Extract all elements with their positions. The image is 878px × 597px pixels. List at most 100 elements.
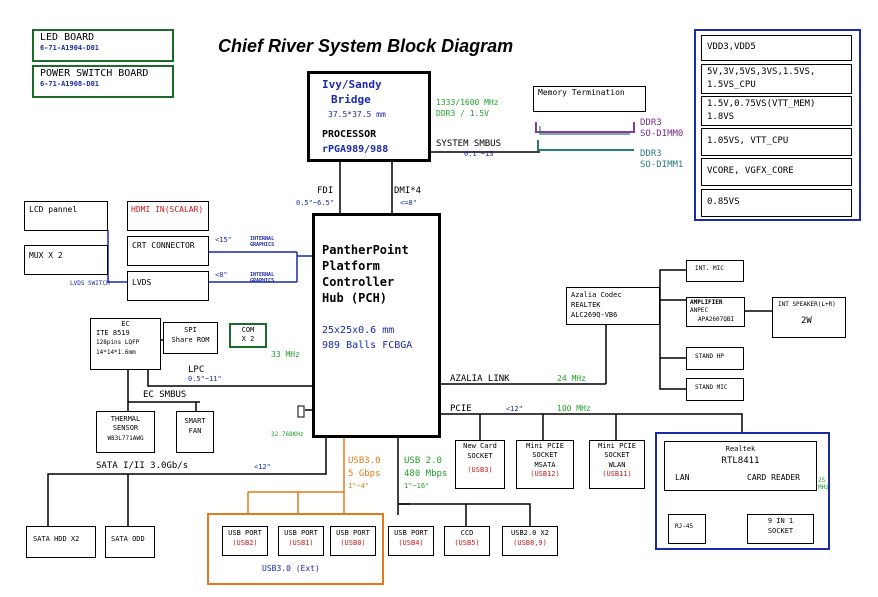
memory-termination-label: Memory Termination: [538, 88, 625, 97]
wlan-socket-box: Mini PCIE SOCKET WLAN (USB11): [589, 440, 645, 489]
rail-text: 0.85VS: [707, 197, 740, 207]
led-board-box: LED BOARD 6-71-A1904-D01: [32, 29, 174, 62]
sata-length: <12": [254, 463, 271, 471]
rail-box-1: VDD3,VDD5: [701, 35, 852, 61]
usb0-port-index: (USB0): [340, 539, 366, 547]
internal-graphics-lvds: INTERNAL GRAPHICS: [250, 272, 275, 284]
pch-line4: Hub (PCH): [322, 291, 388, 305]
usb-port-usb4-box: USB PORT (USB4): [388, 526, 434, 556]
new-card-socket-box: New Card SOCKET (USB3): [455, 440, 505, 489]
dmi-length: <=8": [400, 199, 417, 207]
rail-box-5: VCORE, VGFX_CORE: [701, 158, 852, 186]
spi-rom-box: SPI Share ROM: [163, 322, 218, 354]
stand-hp-label: STAND HP: [695, 353, 724, 360]
usb4-port-index: (USB4): [398, 539, 424, 547]
wire-codec-smic: [659, 358, 686, 390]
usb3-length: 1"~4": [348, 482, 370, 490]
thermal-part: W83L771AWG: [107, 435, 144, 442]
wire-lvds-switch: [107, 230, 127, 283]
rail-text: 1.8VS: [707, 112, 735, 122]
azalia-clock: 24 MHz: [557, 374, 586, 383]
card-socket-line2: SOCKET: [767, 527, 794, 535]
thermal-label: THERMAL: [110, 415, 141, 423]
pch-line1: PantherPoint: [322, 243, 409, 257]
sata-hdd-label: SATA HDD X2: [33, 535, 80, 543]
wire-usbx2: [466, 503, 531, 527]
com-label: COM: [241, 326, 255, 334]
com-box: COM X 2: [229, 323, 267, 348]
usb3-label: USB3.0: [348, 456, 381, 466]
sata-odd-box: SATA ODD: [105, 526, 155, 558]
led-board-pn: 6-71-A1904-D01: [40, 44, 100, 52]
rail-text: 5V,3V,5VS,3VS,1.5VS,: [707, 67, 816, 77]
usb-port-label: USB PORT: [336, 529, 370, 537]
new-card-label: New Card: [463, 442, 497, 450]
usb2-speed: 480 Mbps: [404, 469, 448, 479]
cpu-size: 37.5*37.5 mm: [328, 110, 386, 119]
msata-usb: (USB12): [530, 470, 560, 478]
sata-odd-label: SATA ODD: [111, 535, 145, 543]
msata-line3: MSATA: [534, 461, 556, 469]
rail-box-3: 1.5V,0.75VS(VTT_MEM) 1.8VS: [701, 96, 852, 126]
clock-25mhz: 25 MHz: [818, 477, 829, 491]
ccd-port-index: (USB5): [454, 539, 480, 547]
usb2-x2-box: USB2.0 X2 (USB8,9): [502, 526, 558, 556]
pch-balls: 989 Balls FCBGA: [322, 340, 413, 351]
cpu-line2: Bridge: [331, 93, 371, 106]
ec-smbus-label: EC SMBUS: [143, 390, 187, 400]
ec-chip: ITE 8519: [96, 329, 130, 337]
new-card-usb: (USB3): [467, 466, 493, 474]
azalia-codec-box: Azalia Codec REALTEK ALC269Q-VB6: [566, 287, 660, 325]
lpc-label: LPC: [188, 365, 205, 375]
usb-port-label: USB PORT: [284, 529, 318, 537]
wlan-usb: (USB11): [602, 470, 632, 478]
speaker-power: 2W: [801, 316, 812, 326]
codec-part: ALC269Q-VB6: [571, 311, 618, 319]
usb-port-usb1-box: USB PORT (USB1): [278, 526, 324, 556]
lcd-panel-label: LCD pannel: [29, 205, 78, 214]
usb-port-label: USB PORT: [228, 529, 262, 537]
memory-voltage: DDR3 / 1.5V: [436, 109, 489, 118]
lcd-panel-box: LCD pannel: [24, 201, 108, 231]
speaker-label: INT SPEAKER(L+R): [778, 301, 836, 308]
wlan-line2: SOCKET: [604, 451, 630, 459]
int-speaker-box: INT SPEAKER(L+R) 2W: [772, 297, 846, 338]
hdmi-in-box: HDMI IN(SCALAR): [127, 201, 209, 231]
codec-label: Azalia Codec: [571, 291, 622, 299]
mux-label: MUX X 2: [29, 251, 63, 260]
clock-32k: 32.768KHz: [271, 431, 304, 438]
dimm0-name: SO-DIMM0: [640, 129, 684, 139]
rail-box-2: 5V,3V,5VS,3VS,1.5VS, 1.5VS_CPU: [701, 64, 852, 94]
ec-box: EC ITE 8519 128pins LQFP 14*14*1.6mm: [90, 318, 161, 370]
amp-label: AMPLIFIER: [690, 299, 723, 306]
ccd-label: CCD: [460, 529, 474, 537]
wlan-line3: WLAN: [608, 461, 626, 469]
smart-label: SMART: [184, 417, 206, 425]
lvds-length: <8": [215, 271, 228, 279]
msata-line1: Mini PCIE: [526, 442, 564, 450]
lvds-switch-label: LVDS SWITCH: [70, 280, 110, 287]
msata-line2: SOCKET: [532, 451, 558, 459]
system-smbus-label: SYSTEM SMBUS: [436, 139, 502, 149]
realtek-label: Realtek: [725, 445, 756, 453]
pch-line3: Controller: [322, 275, 395, 289]
usb1-port-index: (USB1): [288, 539, 314, 547]
rail-text: 1.5VS_CPU: [707, 80, 756, 90]
fdi-length: 0.5"~6.5": [296, 199, 334, 207]
rail-text: VCORE, VGFX_CORE: [707, 166, 794, 176]
spi-label: SPI: [184, 326, 197, 334]
pch-size: 25x25x0.6 mm: [322, 325, 395, 336]
hdmi-in-label: HDMI IN(SCALAR): [131, 205, 204, 214]
usb-port-label: USB PORT: [394, 529, 428, 537]
spi-share-rom: Share ROM: [171, 336, 210, 344]
card-socket-box: 9 IN 1 SOCKET: [747, 514, 814, 544]
lpc-length: 0.5"~11": [188, 375, 222, 383]
dimm0-type: DDR3: [640, 118, 662, 128]
wlan-line1: Mini PCIE: [598, 442, 636, 450]
fdi-label: FDI: [317, 186, 334, 196]
memory-termination-box: Memory Termination: [533, 86, 646, 112]
ccd-box: CCD (USB5): [444, 526, 490, 556]
pch-box: PantherPoint Platform Controller Hub (PC…: [312, 213, 441, 438]
azalia-link-label: AZALIA LINK: [450, 374, 510, 384]
